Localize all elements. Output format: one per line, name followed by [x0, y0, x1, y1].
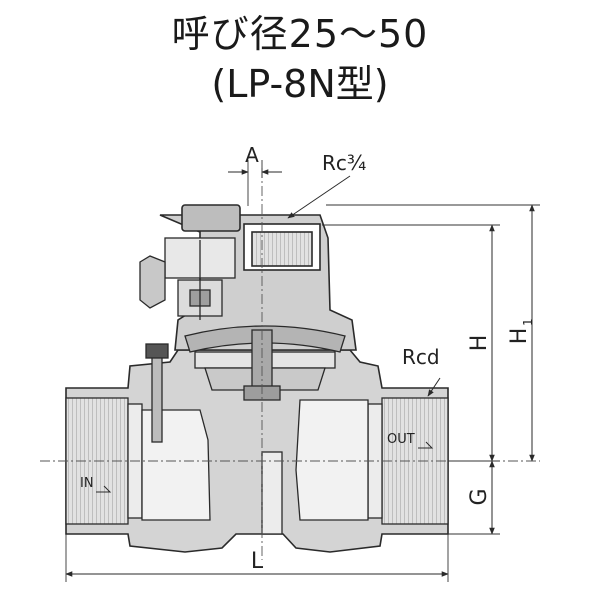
label-rc34: Rc¾ — [322, 151, 366, 175]
leader-rc34: Rc¾ — [287, 151, 366, 219]
in-arrow-icon — [96, 485, 112, 493]
label-rcd: Rcd — [402, 345, 440, 369]
flow-in: IN — [80, 476, 112, 493]
sensing-tube — [145, 343, 169, 443]
diaphragm — [184, 325, 346, 401]
label-g: G — [467, 488, 492, 505]
leader-rcd: Rcd — [402, 345, 441, 397]
label-out: OUT — [387, 432, 415, 447]
dimension-h1: H 1 — [507, 204, 535, 462]
pilot-mechanism — [139, 237, 236, 320]
dimension-h: H — [467, 224, 495, 462]
label-l: L — [251, 549, 264, 574]
dimension-a: A — [228, 143, 282, 175]
label-h: H — [467, 335, 492, 352]
model-subtitle: (LP-8N型) — [211, 62, 389, 106]
internal-passage — [141, 399, 369, 535]
label-h1-subscript: 1 — [521, 318, 535, 326]
page-title: 呼び径25～50 — [171, 12, 429, 56]
label-a: A — [245, 143, 259, 167]
out-arrow-icon — [418, 441, 434, 449]
dimension-l: L — [65, 549, 449, 577]
label-h1: H — [507, 328, 532, 345]
dimension-g: G — [467, 460, 495, 535]
flow-out: OUT — [387, 432, 434, 449]
label-in: IN — [80, 476, 94, 491]
